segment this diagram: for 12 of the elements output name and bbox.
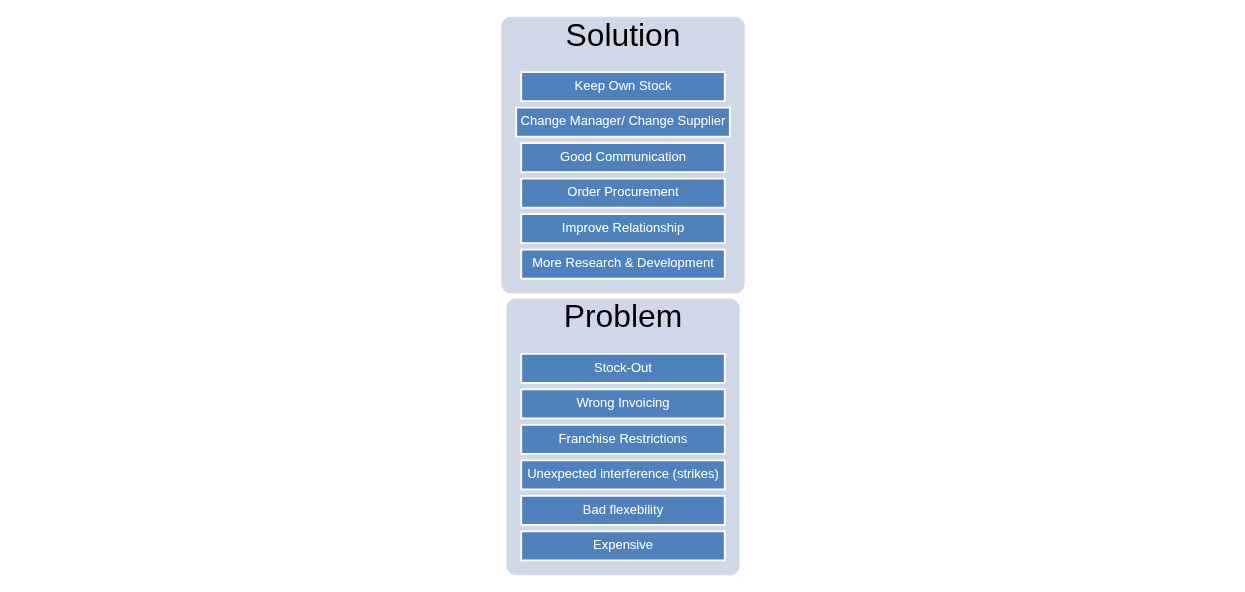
node-box: Change Manager/ Change Supplier xyxy=(514,106,731,138)
node-box: Wrong Invoicing xyxy=(519,388,726,420)
node-box: Unexpected interference (strikes) xyxy=(519,459,726,491)
node-box: Bad flexebility xyxy=(519,495,726,526)
node-box: More Research & Development xyxy=(519,248,726,280)
node-box: Good Communication xyxy=(519,142,726,174)
node-box: Keep Own Stock xyxy=(519,71,726,103)
node-box: Order Procurement xyxy=(519,177,726,209)
node-box: Expensive xyxy=(519,530,726,562)
node-box: Improve Relationship xyxy=(519,213,726,245)
node-box: Stock-Out xyxy=(519,353,726,384)
node-box: Franchise Restrictions xyxy=(519,424,726,455)
